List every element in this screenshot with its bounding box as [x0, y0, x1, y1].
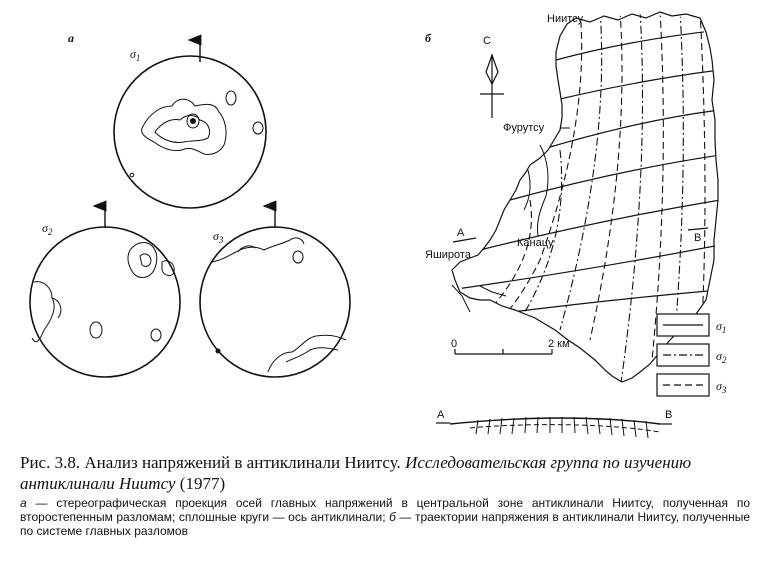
scale-start: 0	[451, 338, 457, 350]
legend: σ1 σ2 σ3	[656, 313, 727, 397]
caption-title: Рис. 3.8. Анализ напряжений в антиклинал…	[20, 452, 750, 494]
north-label: С	[483, 35, 491, 47]
caption-detail-a-label: а	[20, 496, 27, 510]
figure: а σ1 σ2 σ3 б	[29, 11, 727, 439]
section-a-label: А	[457, 227, 465, 239]
stereonet-sigma3: σ3	[199, 200, 351, 378]
legend-sigma3: σ3	[716, 379, 727, 395]
place-kanatsu: Канацу	[517, 237, 554, 249]
profile-a-label: А	[437, 409, 445, 421]
caption-detail-b-label: б	[389, 510, 396, 524]
legend-sigma1: σ1	[716, 319, 726, 335]
stereonet-sigma2-label: σ2	[42, 221, 53, 237]
stereonet-sigma3-label: σ3	[213, 229, 224, 245]
stereonet-sigma2: σ2	[29, 200, 181, 378]
caption-detail: а — стереографическая проекция осей глав…	[20, 496, 750, 538]
place-furutsu: Фурутсу	[503, 122, 545, 134]
caption-suffix: (1977)	[179, 474, 226, 493]
north-arrow: С	[480, 35, 504, 118]
section-b-label: В	[694, 232, 701, 244]
caption-detail-a: — стереографическая проекция осей главны…	[20, 496, 750, 524]
panel-b-label: б	[425, 31, 432, 45]
place-niitsu: Ниитсу	[547, 13, 584, 25]
caption-detail-b: — траектории напряжения в антиклинали Ни…	[20, 510, 750, 538]
figure-caption: Рис. 3.8. Анализ напряжений в антиклинал…	[20, 452, 750, 538]
scale-end: 2 км	[548, 338, 570, 350]
stereonet-sigma1: σ1	[113, 34, 267, 209]
panel-a-label: а	[68, 31, 74, 45]
profile-b-label: В	[665, 409, 672, 421]
scale-bar: 0 2 км	[451, 338, 570, 355]
legend-sigma2: σ2	[716, 349, 727, 365]
caption-prefix: Рис. 3.8. Анализ напряжений в антиклинал…	[20, 453, 401, 472]
caption-italic: Исследовательская группа по изучению ант…	[20, 453, 692, 493]
place-yashirota: Яширота	[425, 249, 472, 261]
stereonet-sigma1-label: σ1	[130, 47, 140, 63]
cross-section-profile: А В	[436, 409, 672, 439]
